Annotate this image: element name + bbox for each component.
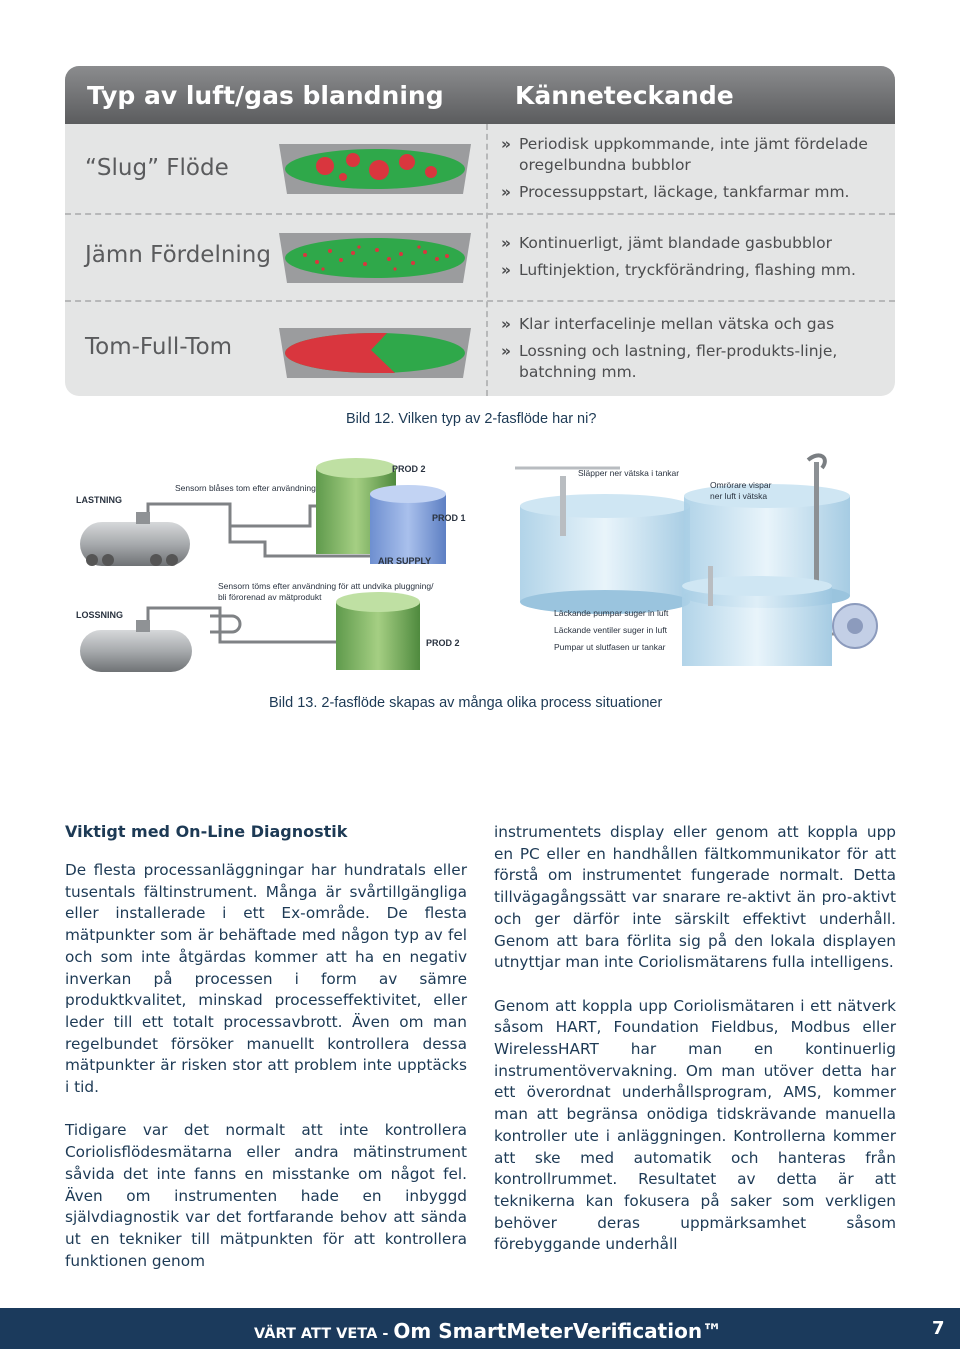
tanker-unloading-icon (80, 620, 192, 672)
footer-prefix: VÄRT ATT VETA - (254, 1326, 394, 1342)
header-characteristics: Känneteckande (515, 81, 734, 110)
footer-doc-title: Om SmartMeterVerification™ (393, 1319, 723, 1343)
label-sensor-blown: Sensorn blåses tom efter användning (175, 483, 316, 493)
process-situations-figure: LASTNING Sensorn blåses tom efter använd… (76, 453, 878, 672)
row-bullets-slug: »Periodisk uppkommande, inte jämt fördel… (501, 134, 881, 209)
label-lastning: LASTNING (76, 495, 122, 505)
label-sensor-emptied-2: bli förorenad av mätprodukt (218, 592, 322, 602)
row-bullets-empty-full: »Klar interfacelinje mellan vätska och g… (501, 314, 881, 389)
figure-caption-13: Bild 13. 2-fasflöde skapas av många olik… (269, 695, 663, 711)
label-pump-out: Pumpar ut slutfasen ur tankar (554, 642, 666, 652)
liquid-tank-3-icon (682, 566, 832, 666)
blue-tank-icon (370, 485, 446, 564)
paragraph: Genom att koppla upp Coriolismätaren i e… (494, 996, 896, 1254)
pump-icon (832, 603, 878, 649)
slug-flow-pipe-icon (279, 144, 471, 194)
even-flow-pipe-icon (279, 233, 471, 283)
row-name-empty-full: Tom-Full-Tom (85, 334, 233, 360)
paragraph: Tidigare var det normalt att inte kontro… (65, 1121, 467, 1270)
label-leak-pumps: Läckande pumpar suger in luft (554, 608, 669, 618)
row-name-slug: “Slug” Flöde (85, 155, 229, 181)
row-divider (65, 300, 895, 302)
list-item: »Klar interfacelinje mellan vätska och g… (501, 315, 835, 333)
table-header: Typ av luft/gas blandning Känneteckande (65, 66, 895, 124)
tanker-loading-icon (80, 512, 190, 566)
green-tank-2-icon (336, 592, 420, 670)
label-prod2: PROD 2 (392, 464, 426, 474)
page-footer: VÄRT ATT VETA - Om SmartMeterVerificatio… (0, 1308, 960, 1349)
list-item: »Lossning och lastning, fler-produkts-li… (501, 342, 838, 381)
list-item: »Kontinuerligt, jämt blandade gasbubblor (501, 234, 832, 252)
list-item: »Luftinjektion, tryckförändring, flashin… (501, 261, 856, 279)
liquid-tank-1-icon (520, 476, 690, 614)
empty-full-pipe-icon (279, 328, 471, 378)
column-divider (486, 124, 488, 396)
right-column: instrumentets display eller genom att ko… (494, 822, 896, 1256)
section-heading: Viktigt med On-Line Diagnostik (65, 822, 348, 841)
page-number: 7 (932, 1318, 945, 1339)
label-air-supply: AIR SUPPLY (378, 556, 431, 566)
row-bullets-even: »Kontinuerligt, jämt blandade gasbubblor… (501, 233, 881, 287)
header-flow-type: Typ av luft/gas blandning (87, 81, 444, 110)
label-lossning: LOSSNING (76, 610, 123, 620)
label-slapper: Släpper ner vätska i tankar (578, 468, 679, 478)
paragraph: De flesta processanläggningar har hundra… (65, 861, 467, 1097)
label-leak-valves: Läckande ventiler suger in luft (554, 625, 668, 635)
label-prod2b: PROD 2 (426, 638, 460, 648)
list-item: »Periodisk uppkommande, inte jämt fördel… (501, 135, 868, 174)
label-prod1: PROD 1 (432, 513, 466, 523)
left-column: Viktigt med On-Line Diagnostik De flesta… (65, 822, 467, 1272)
label-sensor-emptied-1: Sensorn töms efter användning för att un… (218, 581, 434, 591)
row-name-even: Jämn Fördelning (85, 242, 271, 268)
footer-title: VÄRT ATT VETA - Om SmartMeterVerificatio… (254, 1319, 722, 1343)
list-item: »Processuppstart, läckage, tankfarmar mm… (501, 183, 850, 201)
two-phase-flow-table: Typ av luft/gas blandning Känneteckande … (65, 66, 895, 396)
row-divider (65, 213, 895, 215)
figure-caption-12: Bild 12. Vilken typ av 2-fasflöde har ni… (346, 411, 597, 427)
label-omrorare-2: ner luft i vätska (710, 491, 767, 501)
label-omrorare-1: Omrörare vispar (710, 480, 772, 490)
paragraph: instrumentets display eller genom att ko… (494, 823, 896, 972)
